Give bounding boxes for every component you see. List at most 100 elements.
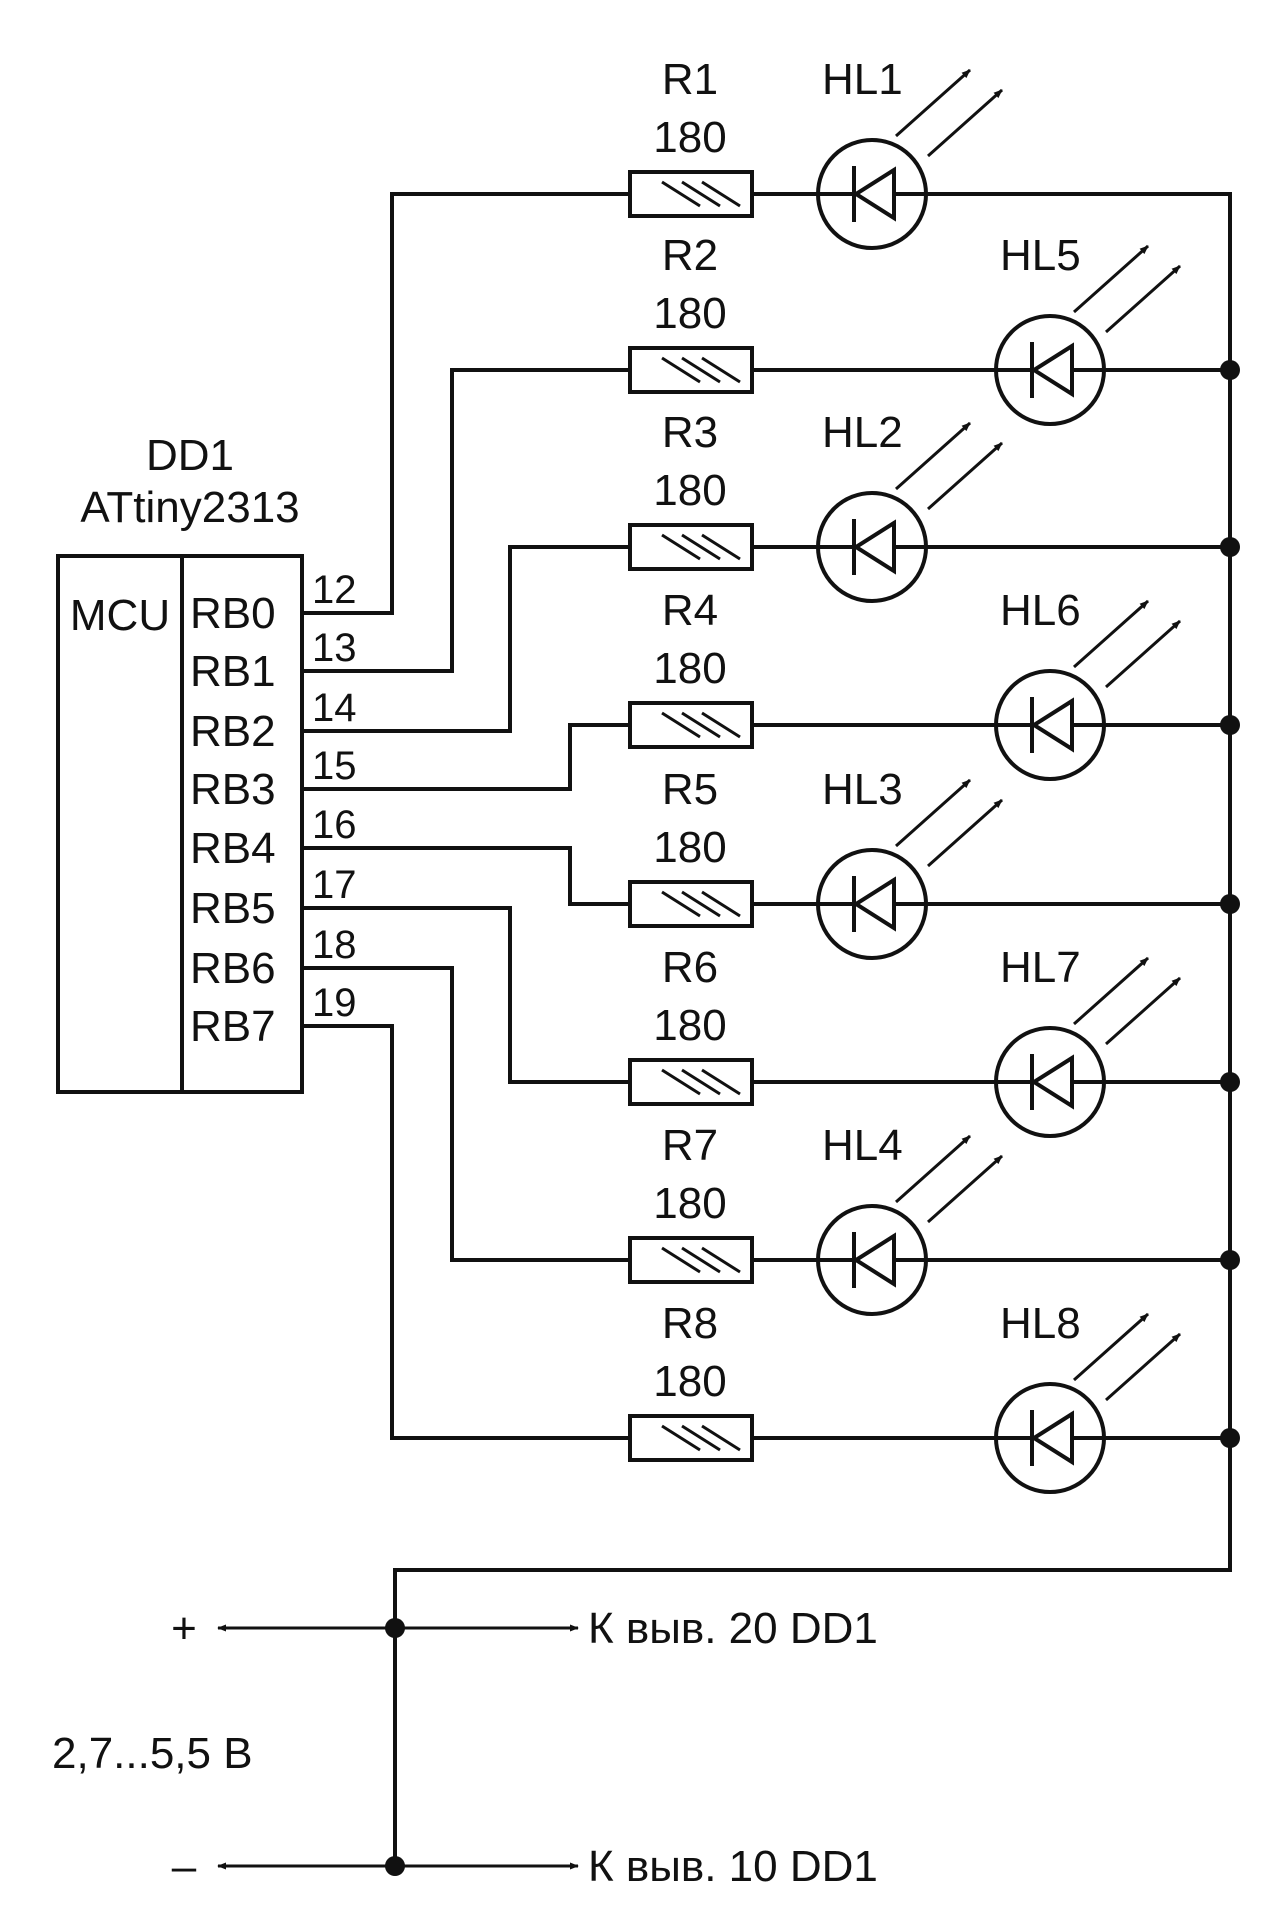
chip-part: ATtiny2313 — [80, 483, 299, 532]
resistor-hatch — [701, 1246, 741, 1274]
pin-number-label: 18 — [312, 923, 357, 967]
resistor-hatch — [661, 1068, 701, 1096]
signal-wire — [300, 192, 632, 615]
led-light-arrow — [1073, 956, 1149, 1026]
resistor-hatch — [681, 890, 721, 918]
led-light-arrow — [1105, 1332, 1181, 1402]
led-light-arrow — [895, 1134, 971, 1204]
signal-wire — [300, 723, 632, 791]
led-ref-label: HL3 — [822, 765, 903, 814]
pin-port-label: RB5 — [190, 884, 276, 933]
led-triangle — [1030, 1410, 1074, 1466]
resistor-value-label: 180 — [653, 1357, 726, 1406]
minus-label: – — [172, 1842, 197, 1891]
led-light-arrow — [1105, 264, 1181, 334]
resistor-ref-label: R7 — [662, 1121, 718, 1170]
led-ref-label: HL1 — [822, 55, 903, 104]
resistor-ref-label: R8 — [662, 1299, 718, 1348]
signal-wire — [300, 1024, 632, 1440]
minus-target-label: К выв. 10 DD1 — [588, 1842, 878, 1891]
resistor-ref-label: R4 — [662, 586, 718, 635]
voltage-label: 2,7...5,5 В — [52, 1729, 253, 1778]
signal-wire — [300, 368, 632, 673]
resistor-body — [628, 523, 754, 571]
resistor-value-label: 180 — [653, 644, 726, 693]
led-light-arrow — [895, 421, 971, 491]
resistor-ref-label: R5 — [662, 765, 718, 814]
resistor-body — [628, 1058, 754, 1106]
minus-junction — [385, 1856, 405, 1876]
led-triangle — [1030, 697, 1074, 753]
led-ref-label: HL6 — [1000, 586, 1081, 635]
resistor-hatch — [681, 1424, 721, 1452]
resistor-hatch — [661, 1424, 701, 1452]
led-light-arrow — [895, 778, 971, 848]
pin-number-label: 16 — [312, 803, 357, 847]
resistor-value-label: 180 — [653, 1179, 726, 1228]
resistor-hatch — [661, 890, 701, 918]
plus-label: + — [171, 1604, 197, 1653]
resistor-body — [628, 346, 754, 394]
resistor-hatch — [701, 533, 741, 561]
resistor-ref-label: R2 — [662, 231, 718, 280]
led-light-arrow — [1105, 619, 1181, 689]
resistor-body — [628, 1236, 754, 1284]
pin-number-label: 12 — [312, 568, 357, 612]
resistor-hatch — [701, 1068, 741, 1096]
led-ref-label: HL2 — [822, 408, 903, 457]
resistor-hatch — [701, 180, 741, 208]
pin-number-label: 19 — [312, 981, 357, 1025]
led-triangle — [1030, 1054, 1074, 1110]
led-triangle — [852, 876, 896, 932]
resistor-body — [628, 701, 754, 749]
led-light-arrow — [927, 1154, 1003, 1224]
signal-wire — [300, 966, 632, 1262]
resistor-ref-label: R3 — [662, 408, 718, 457]
plus-junction — [385, 1618, 405, 1638]
resistor-hatch — [701, 890, 741, 918]
led-ref-label: HL5 — [1000, 231, 1081, 280]
plus-target-label: К выв. 20 DD1 — [588, 1604, 878, 1653]
led-triangle — [1030, 342, 1074, 398]
signal-wire — [300, 846, 632, 906]
resistor-hatch — [661, 1246, 701, 1274]
resistor-hatch — [661, 356, 701, 384]
led-triangle — [852, 1232, 896, 1288]
resistor-hatch — [681, 1246, 721, 1274]
pin-port-label: RB0 — [190, 589, 276, 638]
led-light-arrow — [895, 68, 971, 138]
resistor-hatch — [681, 180, 721, 208]
led-ref-label: HL8 — [1000, 1299, 1081, 1348]
resistor-ref-label: R6 — [662, 943, 718, 992]
pin-number-label: 13 — [312, 626, 357, 670]
chip-ref: DD1 — [146, 431, 234, 480]
resistor-hatch — [661, 533, 701, 561]
led-triangle — [852, 166, 896, 222]
resistor-hatch — [701, 356, 741, 384]
pin-port-label: RB4 — [190, 824, 276, 873]
resistor-ref-label: R1 — [662, 55, 718, 104]
pin-port-label: RB2 — [190, 707, 276, 756]
resistor-body — [628, 170, 754, 218]
led-light-arrow — [927, 798, 1003, 868]
chip-block-label: MCU — [70, 591, 170, 640]
resistor-hatch — [701, 1424, 741, 1452]
resistor-value-label: 180 — [653, 289, 726, 338]
resistor-hatch — [681, 533, 721, 561]
led-triangle — [852, 519, 896, 575]
pin-port-label: RB3 — [190, 765, 276, 814]
led-ref-label: HL4 — [822, 1121, 903, 1170]
pin-number-label: 15 — [312, 744, 357, 788]
resistor-value-label: 180 — [653, 466, 726, 515]
resistor-hatch — [681, 711, 721, 739]
led-light-arrow — [1073, 244, 1149, 314]
pin-number-label: 17 — [312, 863, 357, 907]
resistor-hatch — [661, 180, 701, 208]
resistor-body — [628, 880, 754, 928]
resistor-value-label: 180 — [653, 823, 726, 872]
signal-wire — [300, 906, 632, 1084]
resistor-hatch — [681, 1068, 721, 1096]
led-light-arrow — [1105, 976, 1181, 1046]
led-light-arrow — [927, 88, 1003, 158]
